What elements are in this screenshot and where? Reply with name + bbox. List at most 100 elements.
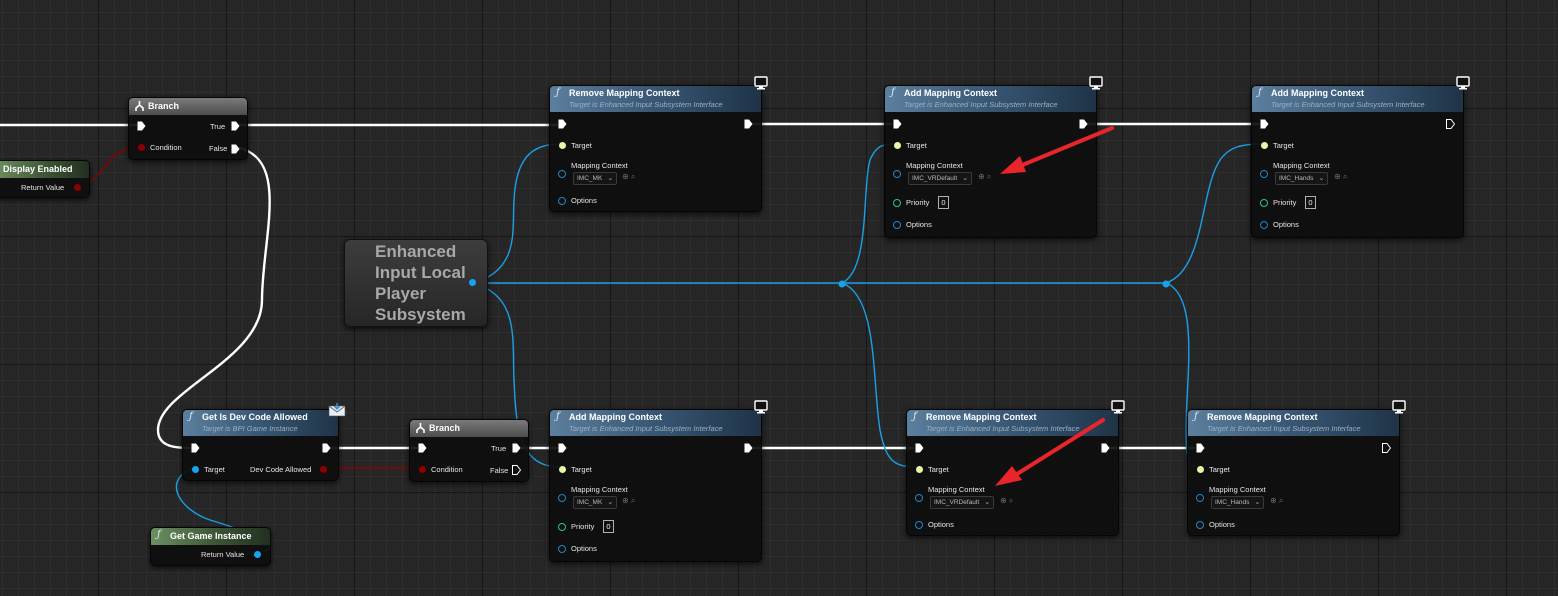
branch-node-bottom[interactable]: Branch True Condition False xyxy=(409,419,529,482)
mapping-context-pin[interactable] xyxy=(1196,494,1204,502)
options-label: Options xyxy=(1209,520,1235,529)
true-exec-pin[interactable] xyxy=(231,121,240,131)
add-mapping-context-node-3[interactable]: ƒ Add Mapping Context Target is Enhanced… xyxy=(549,400,768,562)
mapping-context-pin[interactable] xyxy=(558,494,566,502)
mapping-context-pin[interactable] xyxy=(1260,170,1268,178)
mapping-context-pin[interactable] xyxy=(893,170,901,178)
target-pin[interactable] xyxy=(894,142,901,149)
exec-in-pin[interactable] xyxy=(137,121,146,131)
exec-out-pin[interactable] xyxy=(322,443,331,453)
mapping-context-dropdown[interactable]: IMC_Hands⌄ xyxy=(1275,172,1329,185)
exec-out-pin[interactable] xyxy=(1382,443,1391,453)
mapping-context-pin[interactable] xyxy=(915,494,923,502)
enhanced-input-subsystem-node[interactable]: Enhanced Input Local Player Subsystem xyxy=(344,239,488,327)
exec-in-pin[interactable] xyxy=(1260,119,1269,129)
asset-browse-icons[interactable]: ⊕ ⌕ xyxy=(1334,172,1348,181)
mapping-context-dropdown[interactable]: IMC_MK⌄ xyxy=(573,496,618,509)
priority-pin[interactable] xyxy=(893,199,901,207)
target-label: Target xyxy=(571,465,592,474)
exec-out-pin[interactable] xyxy=(1101,443,1110,453)
options-label: Options xyxy=(928,520,954,529)
node-title: Remove Mapping Context xyxy=(569,88,680,98)
exec-in-pin[interactable] xyxy=(1196,443,1205,453)
condition-pin[interactable] xyxy=(138,144,145,151)
mapping-context-label: Mapping Context xyxy=(1209,485,1266,494)
add-mapping-context-node-2[interactable]: ƒ Add Mapping Context Target is Enhanced… xyxy=(1251,76,1470,238)
chevron-down-icon: ⌄ xyxy=(984,499,991,506)
remove-mapping-context-node-3[interactable]: ƒ Remove Mapping Context Target is Enhan… xyxy=(1187,400,1406,536)
mapping-context-dropdown[interactable]: IMC_VRDefault⌄ xyxy=(930,496,995,509)
monitor-icon xyxy=(1111,400,1125,414)
mapping-context-label: Mapping Context xyxy=(906,161,963,170)
exec-out-pin[interactable] xyxy=(744,443,753,453)
subsystem-output-pin[interactable] xyxy=(469,279,476,286)
options-pin[interactable] xyxy=(1260,221,1268,229)
priority-input[interactable]: 0 xyxy=(1305,196,1316,209)
asset-browse-icons[interactable]: ⊕ ⌕ xyxy=(978,172,992,181)
node-title: Get Is Dev Code Allowed xyxy=(202,412,308,422)
function-icon: ƒ xyxy=(556,411,560,422)
exec-in-pin[interactable] xyxy=(558,119,567,129)
priority-input[interactable]: 0 xyxy=(938,196,949,209)
target-pin[interactable] xyxy=(916,466,923,473)
mapping-context-label: Mapping Context xyxy=(1273,161,1330,170)
options-pin[interactable] xyxy=(1196,521,1204,529)
remove-mapping-context-node-1[interactable]: ƒ Remove Mapping Context Target is Enhan… xyxy=(549,76,768,212)
exec-in-pin[interactable] xyxy=(893,119,902,129)
return-value-pin[interactable] xyxy=(254,551,261,558)
target-pin[interactable] xyxy=(559,142,566,149)
target-pin[interactable] xyxy=(1197,466,1204,473)
false-exec-pin[interactable] xyxy=(512,465,521,475)
false-label: False xyxy=(490,466,509,475)
dropdown-value: IMC_VRDefault xyxy=(912,175,958,182)
exec-in-pin[interactable] xyxy=(191,443,200,453)
function-icon: ƒ xyxy=(891,87,895,98)
mapping-context-dropdown[interactable]: IMC_MK⌄ xyxy=(573,172,618,185)
options-label: Options xyxy=(571,196,597,205)
exec-out-pin[interactable] xyxy=(1446,119,1455,129)
get-game-instance-node[interactable]: ƒ Get Game Instance Return Value xyxy=(150,527,271,566)
false-exec-pin[interactable] xyxy=(231,144,240,154)
exec-in-pin[interactable] xyxy=(418,443,427,453)
target-pin[interactable] xyxy=(192,466,199,473)
add-mapping-context-node-1[interactable]: ƒ Add Mapping Context Target is Enhanced… xyxy=(884,76,1103,238)
function-icon: ƒ xyxy=(556,87,560,98)
exec-out-pin[interactable] xyxy=(1079,119,1088,129)
true-exec-pin[interactable] xyxy=(512,443,521,453)
dev-code-allowed-label: Dev Code Allowed xyxy=(250,465,312,474)
options-pin[interactable] xyxy=(558,197,566,205)
dev-code-allowed-pin[interactable] xyxy=(320,466,327,473)
exec-in-pin[interactable] xyxy=(558,443,567,453)
branch-icon xyxy=(416,423,425,433)
function-icon: ƒ xyxy=(157,529,161,540)
options-pin[interactable] xyxy=(558,545,566,553)
options-pin[interactable] xyxy=(893,221,901,229)
branch-node-top[interactable]: Branch True Condition False xyxy=(128,97,248,160)
node-title: Display Enabled xyxy=(3,164,73,174)
asset-browse-icons[interactable]: ⊕ ⌕ xyxy=(622,172,636,181)
asset-browse-icons[interactable]: ⊕ ⌕ xyxy=(1270,496,1284,505)
target-pin[interactable] xyxy=(1261,142,1268,149)
branch-icon xyxy=(135,101,144,111)
options-pin[interactable] xyxy=(915,521,923,529)
asset-browse-icons[interactable]: ⊕ ⌕ xyxy=(1000,496,1014,505)
priority-input[interactable]: 0 xyxy=(603,520,614,533)
node-subtitle: Target is BPI Game Instance xyxy=(202,424,298,433)
return-value-pin[interactable] xyxy=(74,184,81,191)
priority-pin[interactable] xyxy=(1260,199,1268,207)
mapping-context-dropdown[interactable]: IMC_Hands⌄ xyxy=(1211,496,1265,509)
exec-out-pin[interactable] xyxy=(744,119,753,129)
monitor-icon xyxy=(754,76,768,90)
exec-in-pin[interactable] xyxy=(915,443,924,453)
function-icon: ƒ xyxy=(1194,411,1198,422)
get-is-dev-code-allowed-node[interactable]: ƒ Get Is Dev Code Allowed Target is BPI … xyxy=(182,403,346,481)
priority-pin[interactable] xyxy=(558,523,566,531)
mapping-context-dropdown[interactable]: IMC_VRDefault⌄ xyxy=(908,172,973,185)
asset-browse-icons[interactable]: ⊕ ⌕ xyxy=(622,496,636,505)
node-title: Add Mapping Context xyxy=(904,88,997,98)
mapping-context-pin[interactable] xyxy=(558,170,566,178)
target-pin[interactable] xyxy=(559,466,566,473)
target-label: Target xyxy=(1273,141,1294,150)
display-enabled-node[interactable]: Display Enabled Return Value xyxy=(0,160,90,198)
condition-pin[interactable] xyxy=(419,466,426,473)
